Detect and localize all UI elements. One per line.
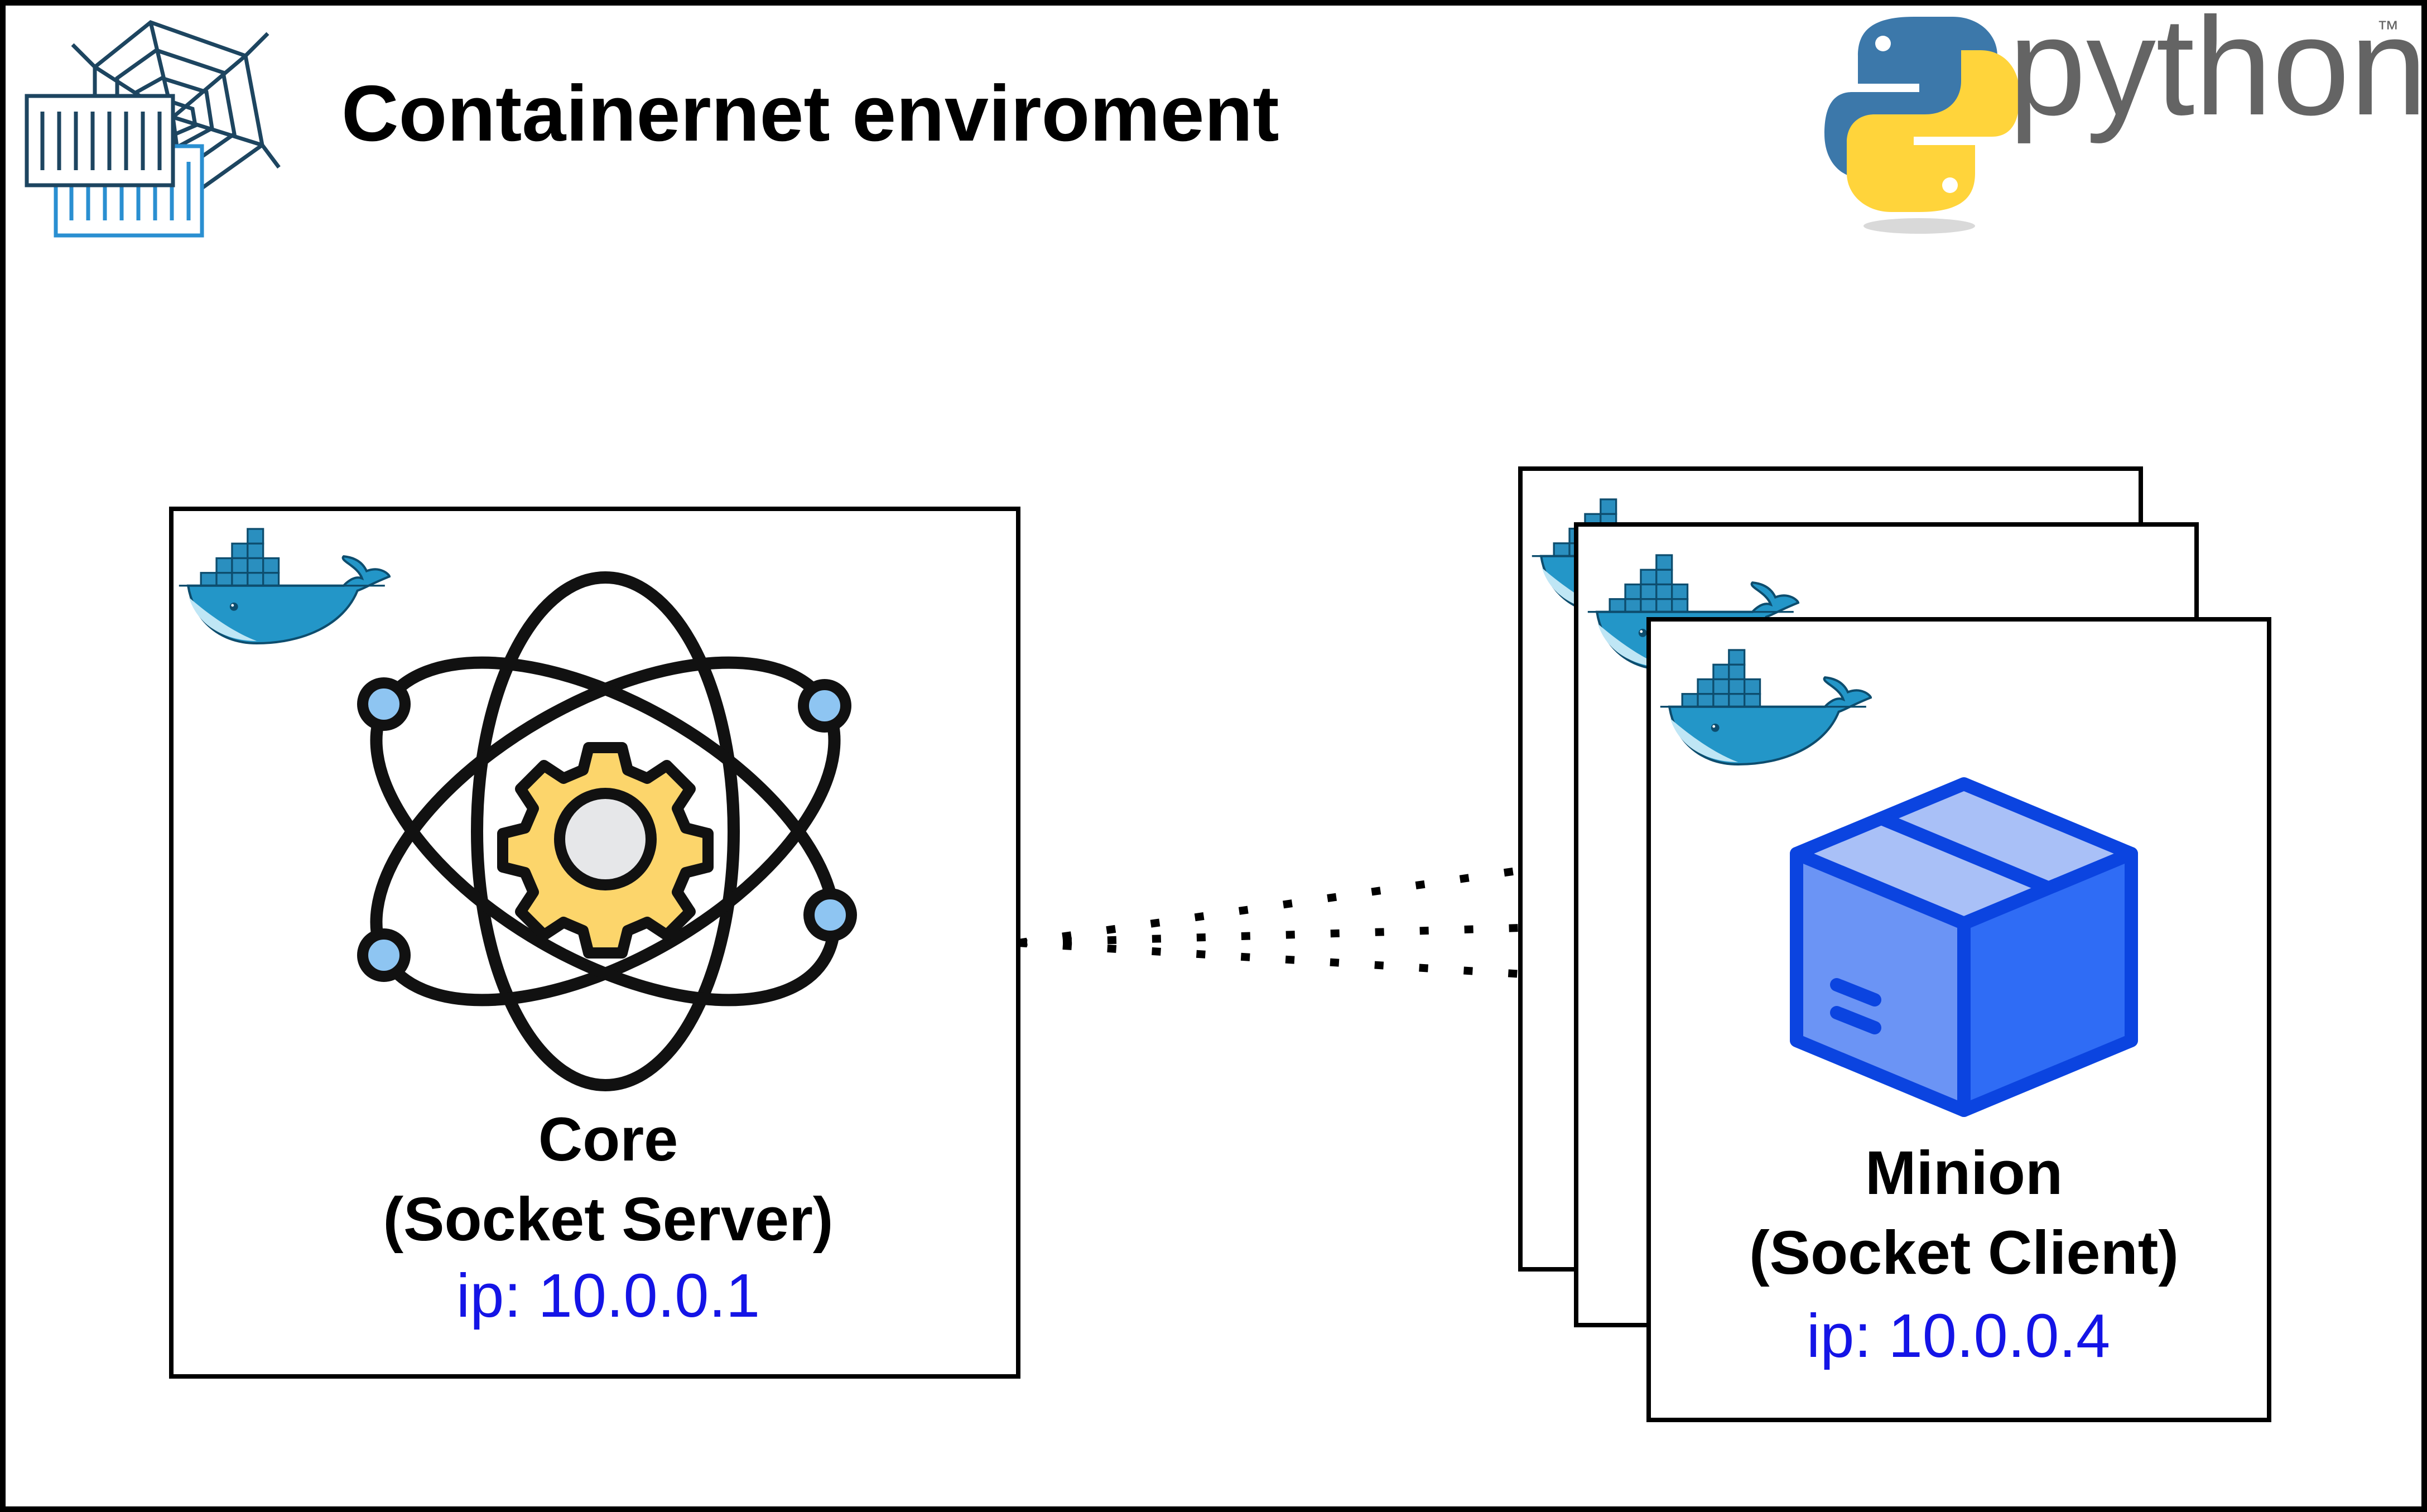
- python-snakes-icon: [1824, 17, 2020, 234]
- container-web-icon: [25, 20, 281, 238]
- page-title: Containernet enviroment: [341, 69, 1279, 158]
- package-box-icon: [1790, 777, 2138, 1117]
- python-logo: python ™: [1824, 0, 2427, 234]
- core-ip: ip: 10.0.0.1: [456, 1261, 760, 1330]
- connection-lines: [1017, 866, 1649, 986]
- core-role: (Socket Server): [383, 1185, 833, 1254]
- minion-role: (Socket Client): [1749, 1219, 2179, 1287]
- connection-line-2: [1018, 922, 1577, 947]
- minion-name: Minion: [1865, 1139, 2063, 1207]
- atom-gear-icon: [357, 571, 857, 1091]
- trademark-symbol: ™: [2377, 17, 2399, 41]
- core-node: Core (Socket Server) ip: 10.0.0.1: [169, 507, 1020, 1379]
- minion-stack: Minion (Socket Client) ip: 10.0.0.4: [1518, 466, 2271, 1422]
- minion-ip: ip: 10.0.0.4: [1807, 1302, 2110, 1370]
- core-name: Core: [538, 1105, 678, 1174]
- connection-line-3: [1018, 939, 1649, 986]
- python-wordmark: python: [2009, 0, 2427, 144]
